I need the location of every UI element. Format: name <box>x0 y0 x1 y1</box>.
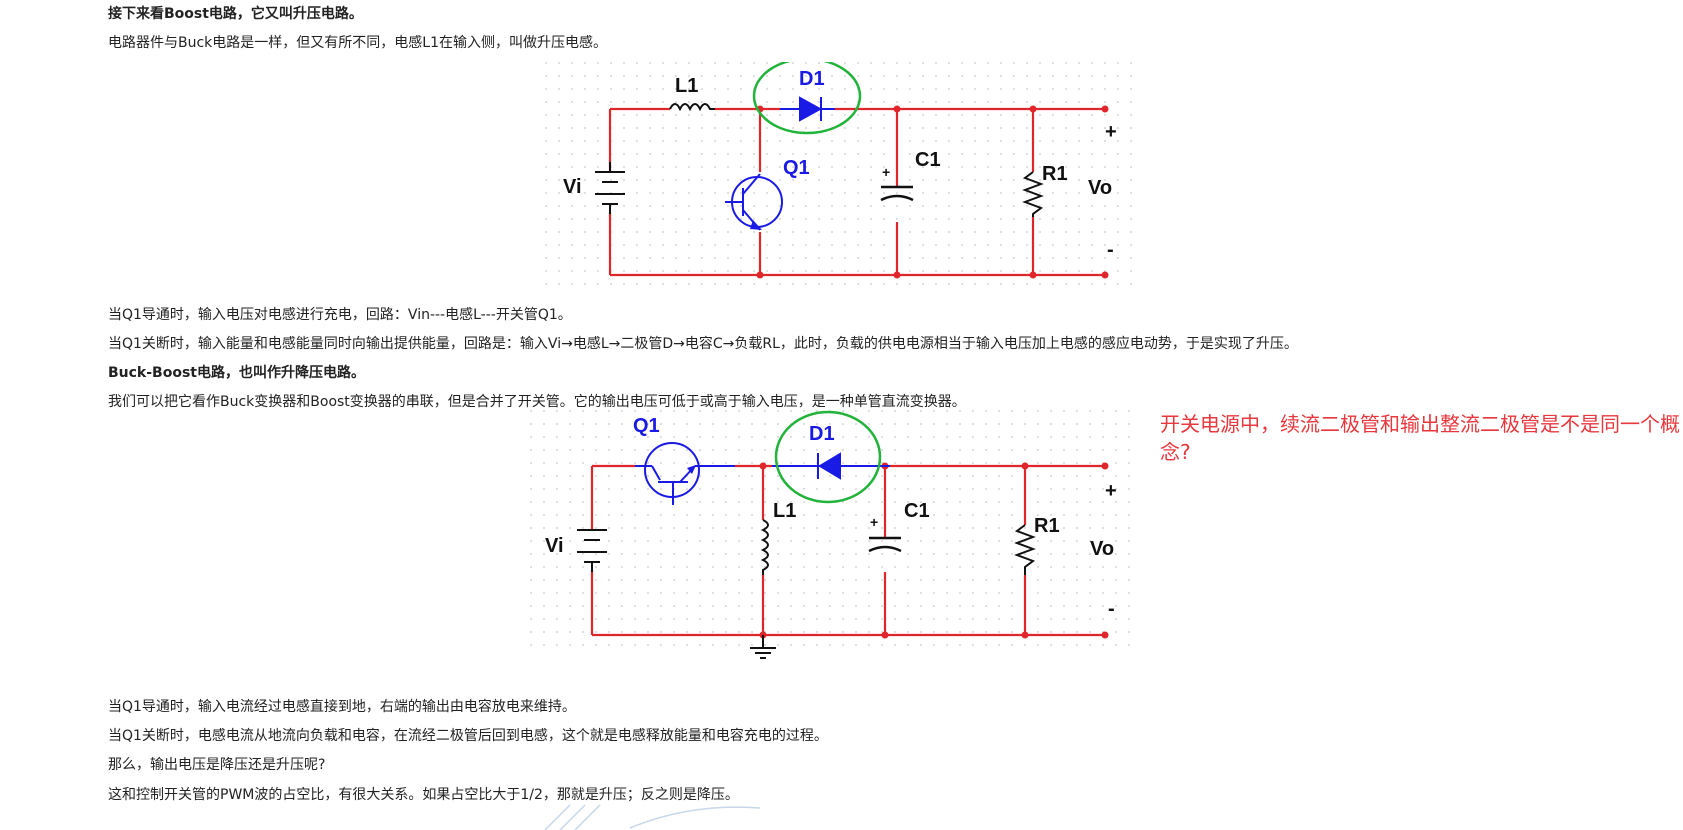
boost-heading: 接下来看Boost电路，它又叫升压电路。 <box>108 6 363 22</box>
annotation-question: 开关电源中，续流二极管和输出整流二极管是不是同一个概念? <box>1160 412 1680 464</box>
buckboost-off-text: 当Q1关断时，电感电流从地流向负载和电容，在流经二极管后回到电感，这个就是电感释… <box>108 728 828 744</box>
boost-off-text: 当Q1关断时，输入能量和电感能量同时向输出提供能量，回路是：输入Vi→电感L→二… <box>108 336 1298 352</box>
buckboost-heading: Buck-Boost电路，也叫作升降压电路。 <box>108 365 365 381</box>
bb-cap-plus: + <box>870 514 878 530</box>
bb-label-d1: D1 <box>809 423 835 445</box>
boost-label-vo: Vo <box>1088 177 1112 199</box>
bb-label-vi: Vi <box>545 535 564 557</box>
bb-label-r1: R1 <box>1034 515 1060 537</box>
buckboost-on-text: 当Q1导通时，输入电流经过电感直接到地，右端的输出由电容放电来维持。 <box>108 699 576 715</box>
boost-label-vi: Vi <box>563 176 582 198</box>
boost-label-l1: L1 <box>675 75 698 97</box>
boost-label-c1: C1 <box>915 149 941 171</box>
answer-text: 这和控制开关管的PWM波的占空比，有很大关系。如果占空比大于1/2，那就是升压；… <box>108 787 739 803</box>
boost-label-minus: - <box>1107 239 1114 261</box>
question-text: 那么，输出电压是降压还是升压呢? <box>108 757 326 773</box>
boost-cap-plus: + <box>882 164 890 180</box>
boost-label-q1: Q1 <box>783 157 810 179</box>
boost-intro: 电路器件与Buck电路是一样，但又有所不同，电感L1在输入侧，叫做升压电感。 <box>108 35 607 51</box>
bb-label-plus: + <box>1105 480 1117 502</box>
boost-label-d1: D1 <box>799 68 825 90</box>
bb-label-minus: - <box>1108 598 1115 620</box>
bb-label-vo: Vo <box>1090 538 1114 560</box>
bb-label-l1: L1 <box>773 500 796 522</box>
buckboost-circuit-diagram: + Q1 D1 L1 C1 R1 Vi Vo + - <box>530 410 1130 659</box>
buckboost-intro: 我们可以把它看作Buck变换器和Boost变换器的串联，但是合并了开关管。它的输… <box>108 394 966 410</box>
bb-label-q1: Q1 <box>633 415 660 437</box>
boost-label-plus: + <box>1105 121 1117 143</box>
boost-label-r1: R1 <box>1042 163 1068 185</box>
watermark-decoration <box>544 804 760 830</box>
boost-circuit-diagram: + L1 D1 Q1 C1 R1 Vi Vo + - <box>545 62 1140 292</box>
boost-on-text: 当Q1导通时，输入电压对电感进行充电，回路：Vin---电感L---开关管Q1。 <box>108 307 572 323</box>
bb-label-c1: C1 <box>904 500 930 522</box>
